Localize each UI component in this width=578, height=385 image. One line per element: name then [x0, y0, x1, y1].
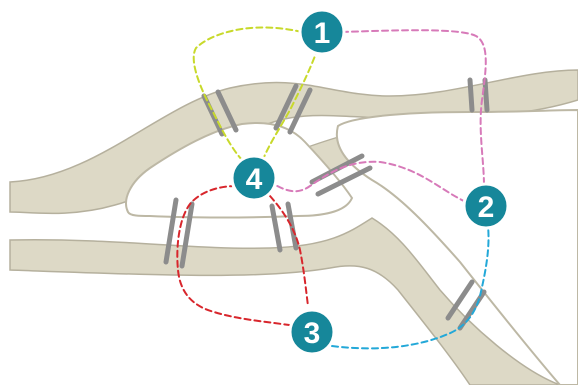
bridge-upper-right-b — [485, 80, 487, 110]
bridge-upper-right-a — [470, 80, 472, 110]
node-2: 2 — [464, 184, 508, 228]
node-4-label: 4 — [246, 163, 263, 196]
node-3: 3 — [290, 310, 334, 354]
node-2-label: 2 — [478, 191, 495, 224]
node-1: 1 — [300, 10, 344, 54]
node-3-label: 3 — [304, 317, 321, 350]
node-1-label: 1 — [314, 17, 331, 50]
node-4: 4 — [232, 156, 276, 200]
